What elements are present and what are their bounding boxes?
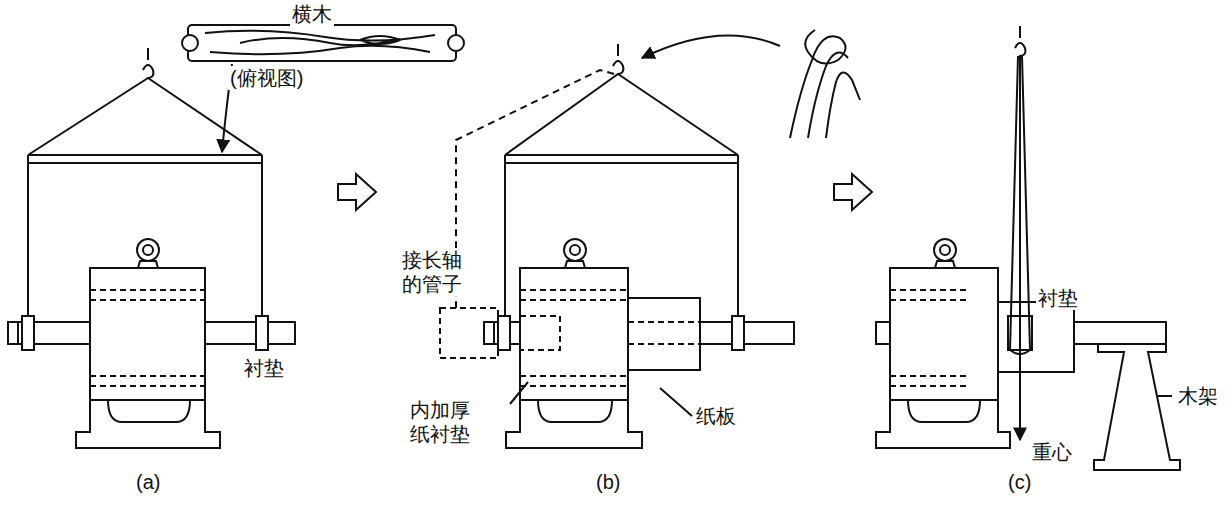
part-label: 纸板 [694, 404, 738, 428]
part-label: 衬垫 [1036, 286, 1080, 310]
panel-a [8, 25, 464, 448]
part-label: 衬垫 [242, 356, 286, 380]
part-label: 接长轴的管子 [400, 248, 470, 296]
part-label: 内加厚纸衬垫 [408, 398, 478, 446]
panel-c [876, 26, 1180, 470]
view-note: (俯视图) [228, 66, 305, 90]
panel-caption: (b) [594, 470, 622, 494]
panel-caption: (a) [134, 470, 162, 494]
panel-caption: (c) [1006, 470, 1033, 494]
part-label: 木架 [1176, 384, 1220, 408]
part-label: 横木 [290, 2, 334, 26]
part-label: 重心 [1030, 440, 1074, 464]
panel-b [440, 30, 860, 448]
